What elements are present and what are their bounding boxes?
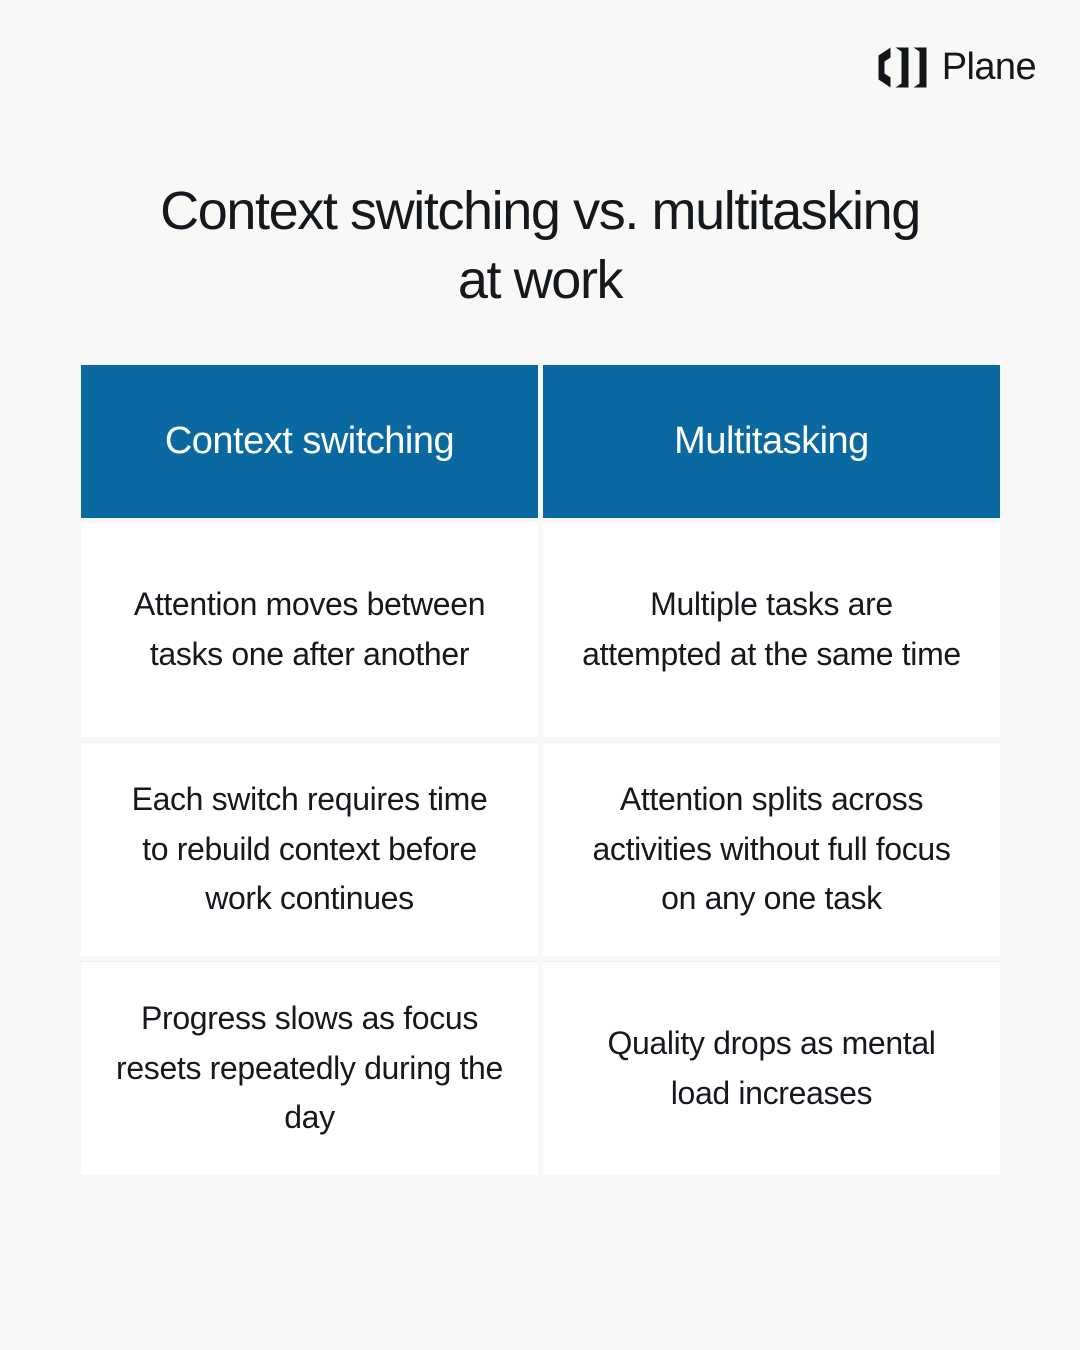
cell-text: Progress slows as focus resets repeatedl… (116, 999, 503, 1136)
table-row: Attention moves between tasks one after … (81, 523, 1000, 737)
comparison-table: Context switching Multitasking Attention… (81, 365, 1000, 1175)
page-title: Context switching vs. multitasking at wo… (160, 181, 921, 311)
table-header-row: Context switching Multitasking (81, 365, 1000, 518)
brand-logo: Plane (878, 46, 1037, 88)
cell-text: Multiple tasks are attempted at the same… (582, 586, 961, 672)
cell-text: Attention splits across activities witho… (592, 780, 951, 917)
column-header-label: Context switching (164, 419, 455, 462)
cell-multitasking-2: Attention splits across activities witho… (543, 742, 1000, 956)
cell-multitasking-3: Quality drops as mental load increases (543, 961, 1000, 1175)
brand-name: Plane (941, 46, 1037, 88)
cell-text: Each switch requires time to rebuild con… (131, 780, 488, 917)
cell-text: Attention moves between tasks one after … (133, 586, 486, 672)
column-header-context-switching: Context switching (81, 365, 538, 518)
cell-multitasking-1: Multiple tasks are attempted at the same… (543, 523, 1000, 737)
column-header-multitasking: Multitasking (543, 365, 1000, 518)
plane-logo-icon (878, 46, 930, 88)
column-header-label: Multitasking (674, 419, 869, 462)
table-row: Progress slows as focus resets repeatedl… (81, 961, 1000, 1175)
cell-context-switching-2: Each switch requires time to rebuild con… (81, 742, 538, 956)
cell-context-switching-3: Progress slows as focus resets repeatedl… (81, 961, 538, 1175)
cell-context-switching-1: Attention moves between tasks one after … (81, 523, 538, 737)
cell-text: Quality drops as mental load increases (607, 1024, 936, 1111)
table-row: Each switch requires time to rebuild con… (81, 742, 1000, 956)
